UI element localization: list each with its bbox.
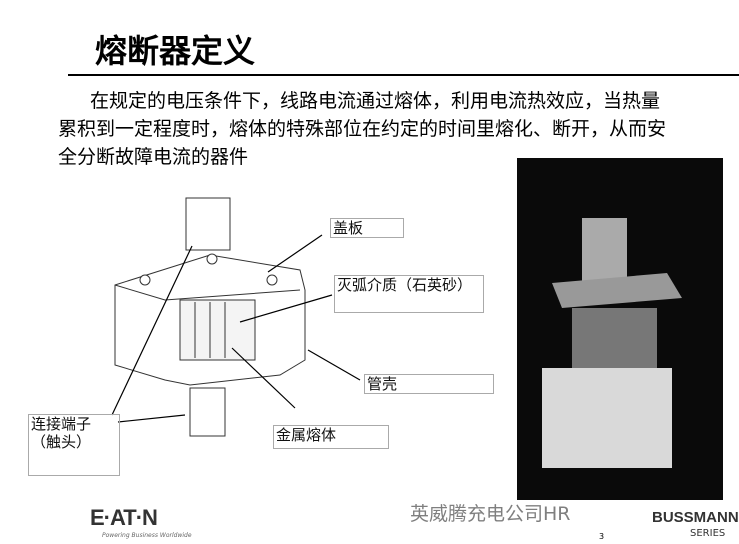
eaton-logo: E·AT·N <box>90 505 158 530</box>
label-terminal-line1: 连接端子 <box>31 415 92 433</box>
bottom-terminal <box>189 387 226 437</box>
label-metal-element: 金属熔体 <box>273 425 389 449</box>
bussmann-series: SERIES <box>690 528 726 539</box>
bussmann-logo: BUSSMANN <box>652 509 739 526</box>
body-line-3: 全分断故障电流的器件 <box>58 146 249 168</box>
slide-title: 熔断器定义 <box>95 32 256 70</box>
fuse-diagram <box>111 197 361 437</box>
watermark: 英威腾充电公司HR <box>410 503 571 525</box>
page-number: 3 <box>599 532 605 541</box>
body-line-1: 在规定的电压条件下，线路电流通过熔体，利用电流热效应，当热量 <box>90 90 661 112</box>
eaton-tagline: Powering Business Worldwide <box>102 532 192 539</box>
label-tube: 管壳 <box>364 374 494 394</box>
body-line-2: 累积到一定程度时，熔体的特殊部位在约定的时间里熔化、断开，从而安 <box>58 118 667 140</box>
label-terminal: 连接端子 （触头） <box>28 414 120 476</box>
top-terminal <box>185 197 231 251</box>
label-arc-medium: 灭弧介质（石英砂） <box>334 275 484 313</box>
title-divider <box>68 74 739 76</box>
fuse-photo <box>517 158 723 500</box>
label-terminal-line2: （触头） <box>31 433 92 451</box>
label-cover: 盖板 <box>330 218 404 238</box>
fuse-window <box>179 299 256 361</box>
